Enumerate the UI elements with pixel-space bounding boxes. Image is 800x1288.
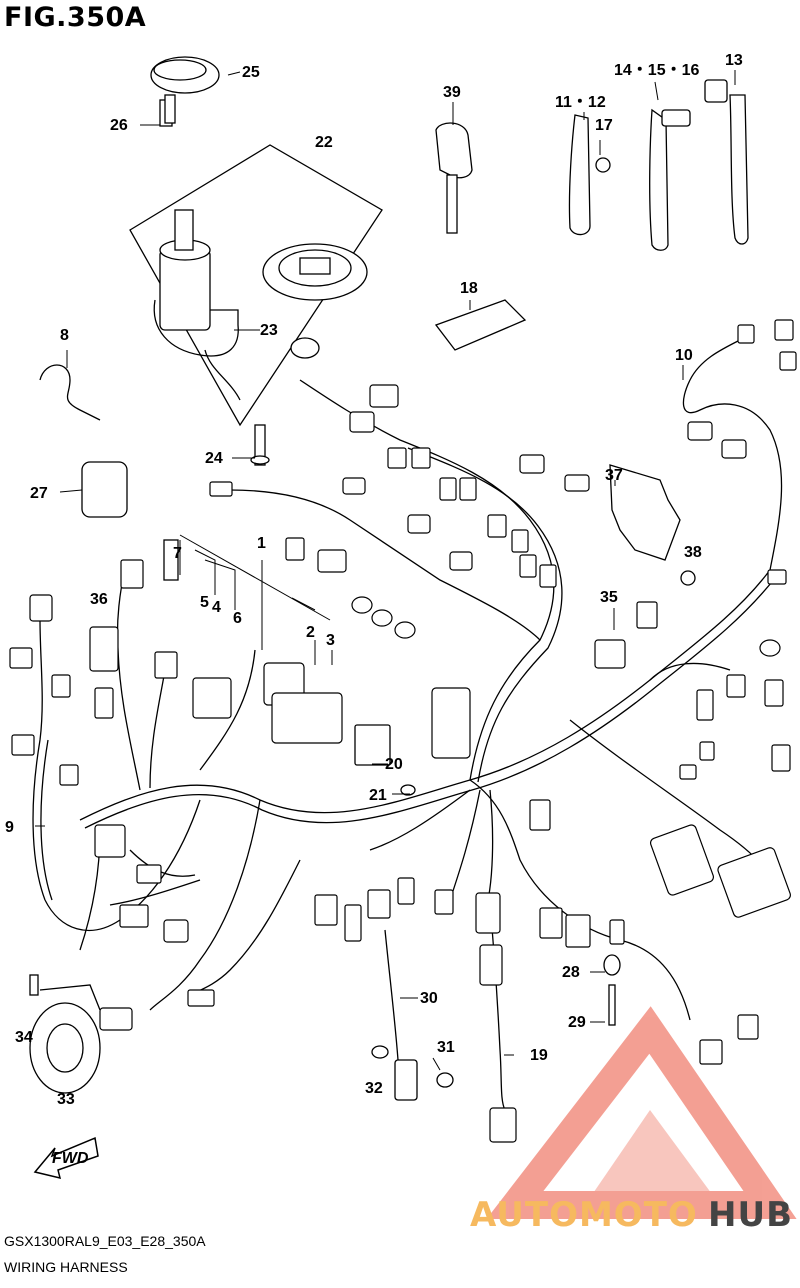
fwd-arrow-icon: FWD [33,1136,99,1180]
leader-lines [35,70,736,1071]
callout-9: 9 [5,819,14,836]
callout-28: 28 [562,964,580,981]
watermark-text-hub: HUB [708,1195,793,1235]
diagram-caption: WIRING HARNESS [4,1259,128,1275]
callout-22: 22 [315,134,333,151]
figure-title: FIG.350A [4,2,147,33]
fwd-label: FWD [52,1150,89,1167]
callout-34: 34 [15,1029,33,1046]
callout-18: 18 [460,280,478,297]
callout-10: 10 [675,347,693,364]
callout-35: 35 [600,589,618,606]
main-wiring-harness [32,339,783,1111]
callout-32: 32 [365,1080,383,1097]
callout-26: 26 [110,117,128,134]
callout-13: 13 [725,52,743,69]
callout-25: 25 [242,64,260,81]
callout-21: 21 [369,787,387,804]
model-code: GSX1300RAL9_E03_E28_350A [4,1233,206,1249]
callout-20: 20 [385,756,403,773]
callout-27: 27 [30,485,48,502]
callout-7: 7 [173,545,182,562]
callout-23: 23 [260,322,278,339]
key-and-clamps [29,79,749,1101]
callout-29: 29 [568,1014,586,1031]
callout-6: 6 [233,610,242,627]
callout-37: 37 [605,467,623,484]
callout-24: 24 [205,450,223,467]
callout-38: 38 [684,544,702,561]
callout-8: 8 [60,327,69,344]
callout-30: 30 [420,990,438,1007]
callout-31: 31 [437,1039,455,1056]
callout-1: 1 [257,535,266,552]
watermark-text-automoto: AUTOMOTO [470,1195,698,1235]
watermark-logo [486,1006,797,1219]
callout-33: 33 [57,1091,75,1108]
callout-11-12: 11・12 [555,94,606,111]
callout-19: 19 [530,1047,548,1064]
callout-4: 4 [212,599,221,616]
callout-2: 2 [306,624,315,641]
callout-3: 3 [326,632,335,649]
callout-17: 17 [595,117,613,134]
callout-5: 5 [200,594,209,611]
callout-labels: 25 26 22 23 24 8 27 39 11・12 17 14・15・16… [5,52,743,1108]
callout-14-15-16: 14・15・16 [614,62,699,79]
callout-36: 36 [90,591,108,608]
callout-39: 39 [443,84,461,101]
harness-connectors [9,319,797,1143]
